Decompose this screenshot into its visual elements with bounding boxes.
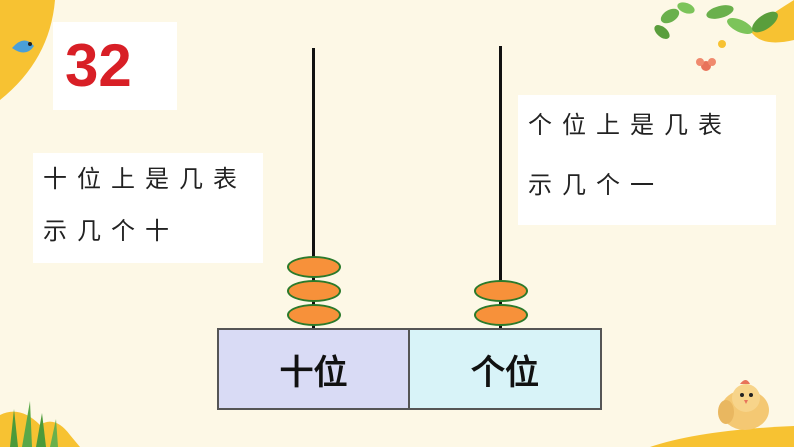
ones-bead xyxy=(473,280,528,302)
tens-note-line-1: 十位上是几表 xyxy=(43,165,247,193)
number-card: 32 xyxy=(53,22,177,110)
ones-rod xyxy=(499,46,502,330)
chick-decoration-bottom-right xyxy=(650,380,794,447)
tens-rod xyxy=(312,48,315,330)
tens-bead xyxy=(286,304,341,326)
number-value: 32 xyxy=(65,32,132,99)
tens-bead xyxy=(286,256,341,278)
ones-place-label: 个位 xyxy=(471,352,539,393)
ones-place-box: 个位 xyxy=(408,328,602,410)
ones-note-line-2: 示几个一 xyxy=(528,171,664,199)
tens-explanation-note: 十位上是几表 示几个十 xyxy=(33,153,263,263)
tens-note-line-2: 示几个十 xyxy=(43,217,179,245)
tens-bead xyxy=(286,280,341,302)
tens-place-box: 十位 xyxy=(217,328,410,410)
ones-explanation-note: 个位上是几表 示几个一 xyxy=(518,95,776,225)
grass-decoration-bottom-left xyxy=(0,401,80,447)
ones-bead xyxy=(473,304,528,326)
tens-place-label: 十位 xyxy=(279,352,348,393)
corner-decoration-top-left xyxy=(0,0,55,100)
leaves-decoration-top-right xyxy=(654,0,794,71)
ones-note-line-1: 个位上是几表 xyxy=(528,111,732,139)
